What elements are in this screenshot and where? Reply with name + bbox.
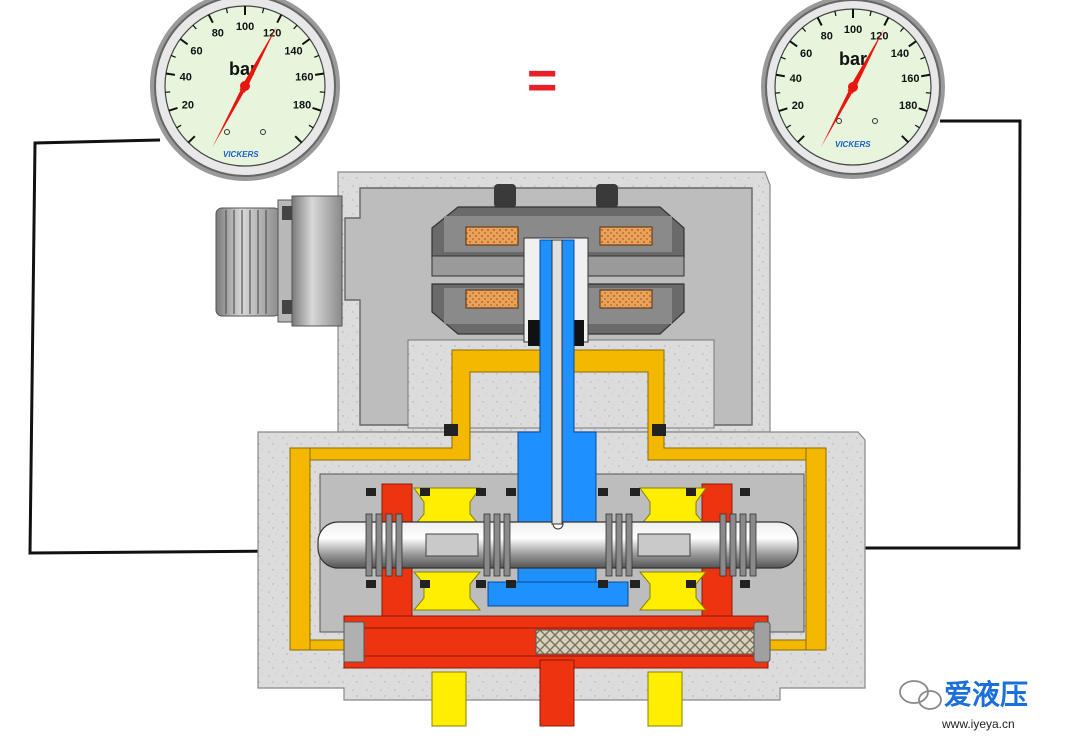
pilot-channels (289, 349, 827, 651)
gauge-tick (914, 124, 920, 129)
gauge-tick-label: 20 (792, 100, 804, 112)
chat-bubble-icon (899, 680, 942, 710)
gauge-tick-label: 140 (891, 48, 909, 60)
gauge-tick (312, 106, 322, 112)
gauge-tick (276, 14, 283, 24)
watermark-logo: 爱液压 www.iyeya.cn (899, 678, 1028, 731)
left-gauge-line (28, 138, 291, 555)
gauge-tick (899, 27, 905, 32)
gauge-tick (293, 24, 298, 30)
gauge-tick-label: 60 (190, 46, 202, 58)
gauge-brand-label: VICKERS (835, 140, 871, 149)
gauge-tick (918, 107, 928, 113)
gauge-needle (821, 28, 884, 148)
gauge-tick (786, 124, 792, 129)
gauge-tick (294, 135, 303, 144)
gauge-tick (801, 27, 807, 32)
solenoid-coil (431, 184, 685, 346)
gauge-brand-label: VICKERS (223, 150, 259, 159)
gauge-tick (778, 107, 788, 113)
gauge-tick-label: 100 (844, 24, 862, 36)
gauge-tick (816, 17, 823, 26)
gauge-tick (176, 124, 182, 129)
right-gauge-line (822, 119, 1022, 550)
electrical-connector (215, 195, 343, 327)
gauge-tick-label: 160 (901, 73, 919, 85)
gauge-tick (170, 54, 176, 58)
gauge-tick (869, 11, 872, 17)
gauge-tick (920, 56, 926, 60)
gauge-tick (308, 124, 314, 129)
gauge-tick (834, 11, 837, 17)
gauge-tick-label: 180 (293, 100, 311, 112)
gauge-needle (212, 25, 277, 148)
watermark-brand: 爱液压 (944, 678, 1028, 711)
main-spool (317, 513, 799, 577)
gauge-tick-label: 180 (899, 100, 917, 112)
gauge-tick (187, 135, 196, 144)
seal-rings (366, 424, 750, 588)
gauge-tick (314, 72, 325, 76)
gauge-tick (192, 24, 197, 30)
gauge-tick (883, 17, 890, 26)
gauge-tick (225, 8, 229, 14)
gauge-tick (921, 73, 931, 78)
gauge-tick (797, 135, 805, 143)
gauge-tick-label: 20 (182, 100, 194, 112)
gauge-tick-label: 80 (212, 28, 224, 40)
gauge-tick (301, 38, 311, 46)
gauge-tick-label: 140 (284, 46, 302, 58)
gauge-tick-marks (165, 6, 325, 144)
pilot-stem (551, 239, 563, 525)
gauge-tick (179, 38, 189, 46)
tank-passages (412, 487, 708, 727)
gauge-tick-label: 120 (870, 30, 888, 42)
gauge-tick (780, 56, 786, 60)
gauge-tick-label: 160 (295, 72, 313, 84)
gauge-tick (165, 72, 176, 76)
equals-sign: = (527, 52, 557, 110)
gauge-pressure-lines (28, 119, 1022, 555)
gauge-tick (775, 73, 785, 78)
gauge-tick (207, 14, 214, 24)
gauge-tick-label: 120 (263, 28, 281, 40)
gauge-tick (314, 54, 320, 58)
gauge-tick (261, 8, 265, 14)
filter-element (343, 621, 771, 663)
gauge-tick (789, 40, 798, 48)
gauge-unit-label: bar (839, 49, 867, 69)
gauge-tick (901, 135, 909, 143)
gauge-tick-label: 40 (790, 73, 802, 85)
gauge-tick (168, 106, 178, 112)
gauge-tick-label: 100 (236, 21, 254, 33)
gauge-tick-label: 80 (821, 30, 833, 42)
gauge-tick (908, 40, 917, 48)
gauge-tick-label: 40 (180, 72, 192, 84)
watermark-url: www.iyeya.cn (941, 717, 1015, 731)
gauge-tick-marks (775, 9, 931, 143)
gauge-tick-label: 60 (800, 48, 812, 60)
